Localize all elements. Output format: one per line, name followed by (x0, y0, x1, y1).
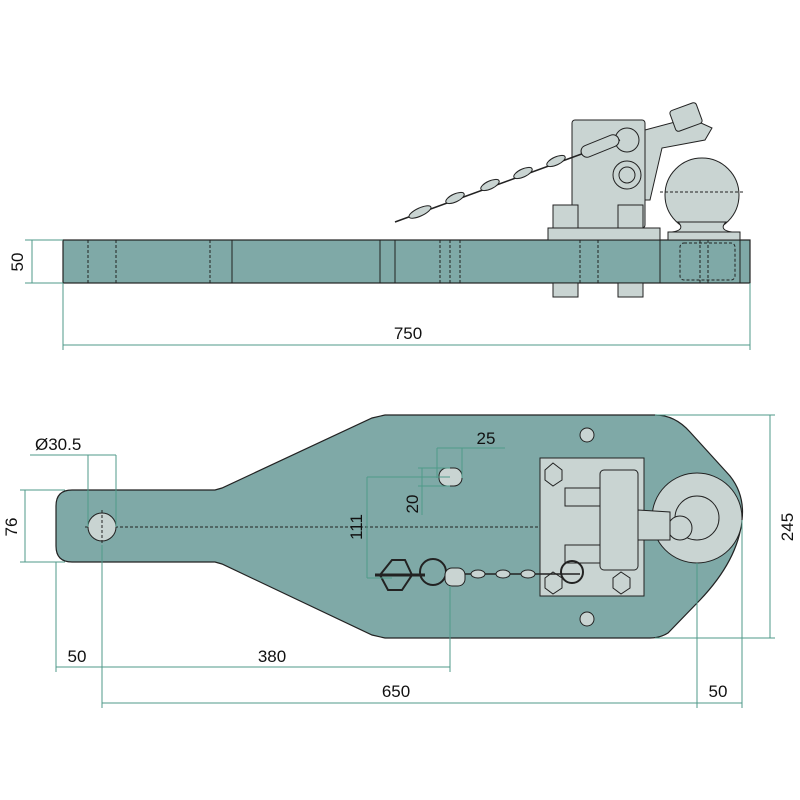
latch-assembly (599, 469, 639, 571)
drawbar-side (62, 239, 751, 284)
coupling-ball (664, 157, 740, 233)
bolt-head (552, 204, 579, 229)
slot-distance-label: 380 (258, 647, 286, 666)
side-height-label: 50 (8, 253, 27, 272)
offset-label: 111 (347, 514, 366, 540)
bolt-head (617, 204, 644, 229)
ball-end-label: 50 (709, 682, 728, 701)
bolt-nut (612, 571, 631, 595)
ball-distance-label: 650 (382, 682, 410, 701)
bolt-nut (544, 571, 563, 595)
slot-width-label: 25 (477, 429, 496, 448)
plate-width-label: 245 (778, 513, 797, 541)
bolt-nut (544, 462, 563, 487)
linch-pin-chain (375, 558, 584, 591)
eye-width-label: 76 (2, 518, 21, 537)
lever-handle (669, 102, 703, 132)
overall-length-label: 750 (394, 324, 422, 343)
safety-chain (394, 134, 621, 223)
hole-diameter-label: Ø30.5 (35, 435, 81, 454)
side-view: 50 750 (8, 102, 751, 350)
eye-end-label: 50 (68, 647, 87, 666)
mounting-flange (547, 227, 661, 241)
plan-view: Ø30.5 76 25 20 111 245 50 380 650 50 (2, 414, 797, 708)
slot-height-label: 20 (403, 495, 422, 514)
